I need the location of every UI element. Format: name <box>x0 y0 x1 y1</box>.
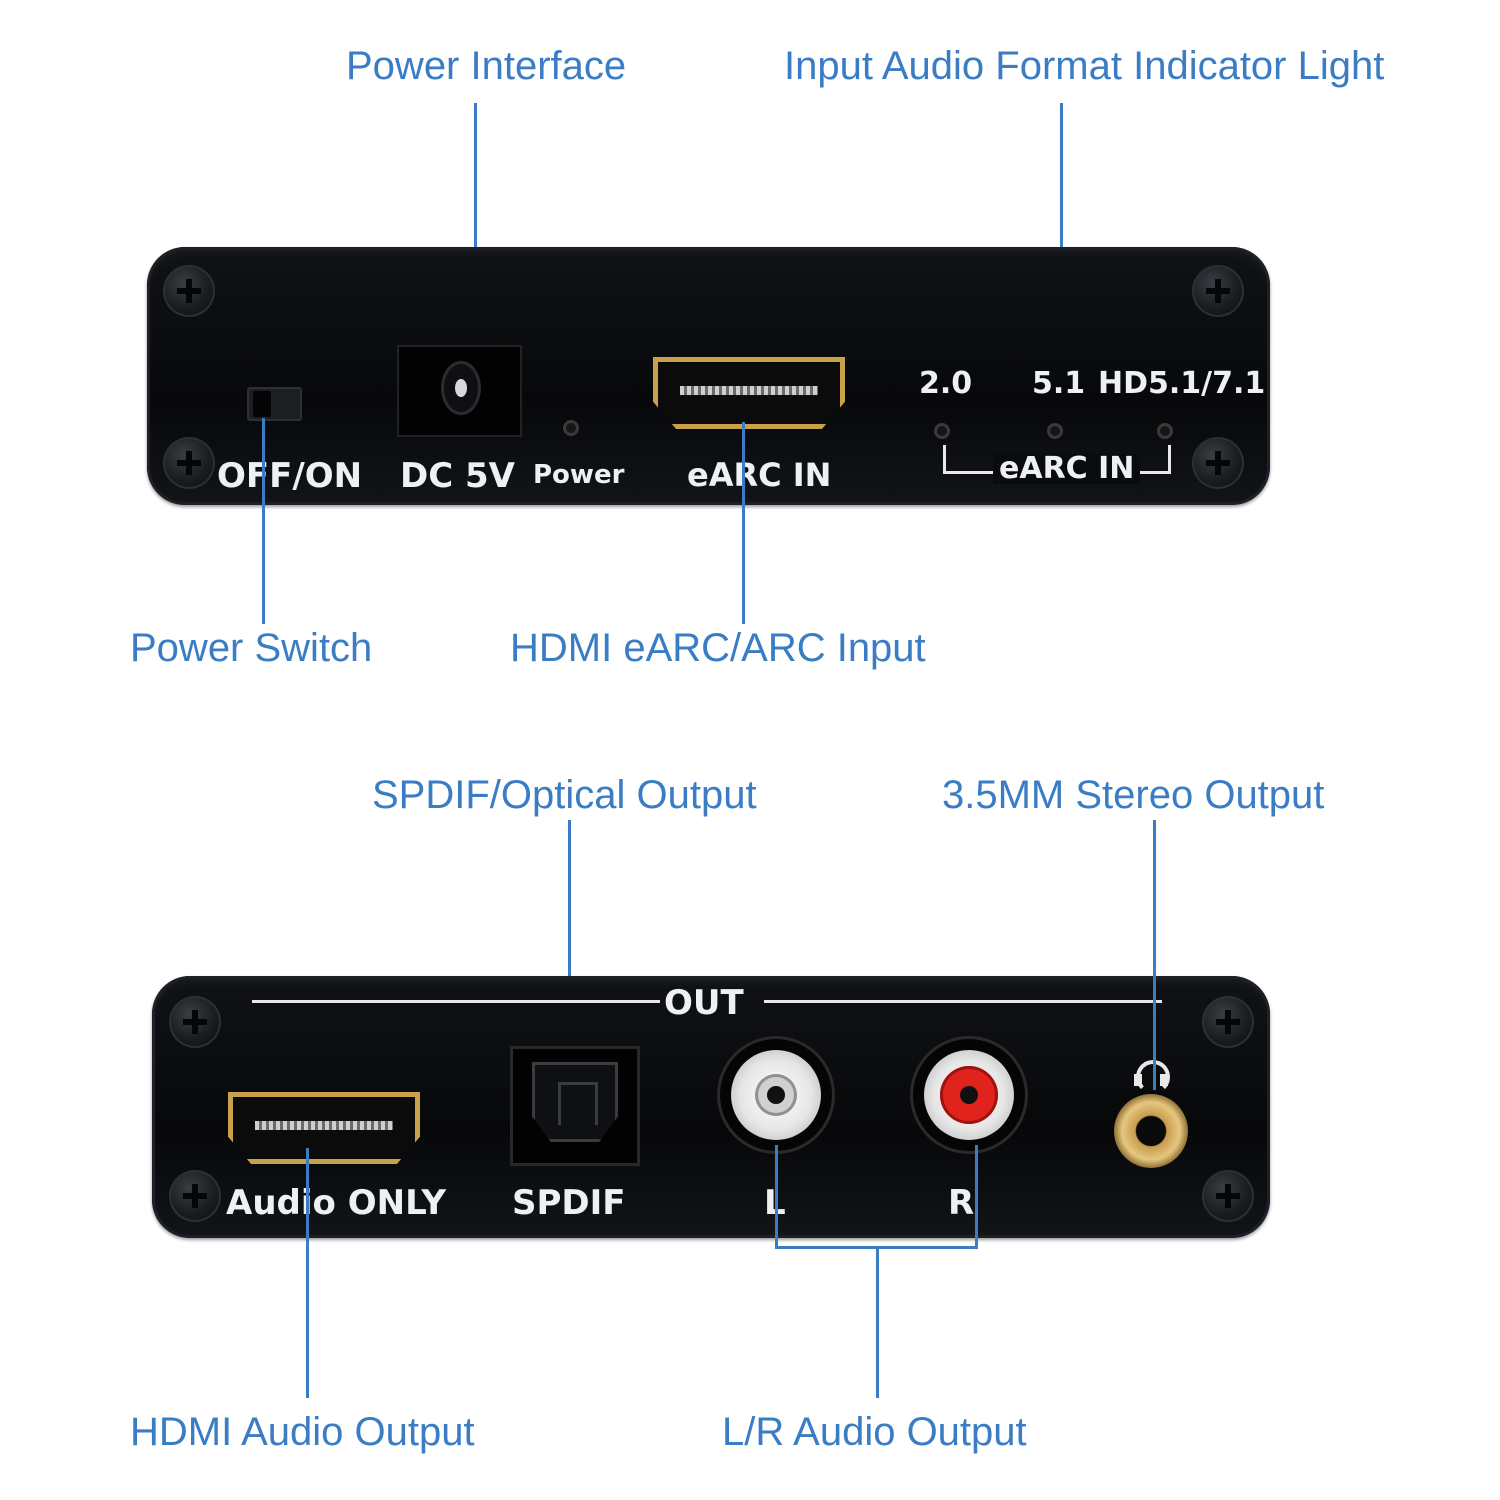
leader-lr-down <box>876 1246 879 1398</box>
callout-hdmi-audio-output: HDMI Audio Output <box>130 1410 475 1454</box>
label-earc-in: eARC IN <box>687 456 832 494</box>
screw-icon <box>1192 437 1244 489</box>
screw-icon <box>1202 1170 1254 1222</box>
hdmi-pins <box>679 385 819 396</box>
label-audio-only: Audio ONLY <box>226 1183 447 1223</box>
label-l: L <box>764 1186 786 1220</box>
power-led <box>563 420 579 436</box>
leader-lr-left <box>775 1145 778 1249</box>
dc-jack-hole <box>441 361 481 415</box>
stereo-jack[interactable] <box>1114 1094 1188 1168</box>
leader-lr-right <box>975 1145 978 1249</box>
out-line-right <box>764 1000 1162 1003</box>
callout-indicator-light: Input Audio Format Indicator Light <box>784 44 1385 88</box>
label-dc5v: DC 5V <box>400 456 515 496</box>
spdif-slot <box>558 1082 598 1125</box>
leader-hdmi-earc <box>742 422 745 624</box>
rca-right-jack[interactable] <box>910 1036 1028 1154</box>
callout-power-switch: Power Switch <box>130 626 373 670</box>
headphone-icon <box>1134 1058 1170 1094</box>
leader-power-interface <box>474 103 477 337</box>
hdmi-audio-port[interactable] <box>228 1092 420 1164</box>
dc-jack-pin <box>455 379 467 397</box>
label-spdif: SPDIF <box>512 1183 626 1223</box>
leader-spdif <box>568 820 571 1058</box>
label-off-on: OFF/ON <box>217 456 363 496</box>
hdmi-pins <box>254 1120 394 1131</box>
front-panel: OFF/ON DC 5V Power eARC IN 2.0 5.1 HD5.1… <box>147 247 1270 505</box>
callout-lr-audio-output: L/R Audio Output <box>722 1410 1027 1454</box>
led-hd <box>1157 423 1173 439</box>
label-led-20: 2.0 <box>919 366 973 401</box>
leader-hdmi-audio <box>306 1148 309 1398</box>
screw-icon <box>1202 996 1254 1048</box>
leader-power-switch <box>262 418 265 624</box>
screw-icon <box>169 1170 221 1222</box>
rca-left-jack[interactable] <box>717 1036 835 1154</box>
spdif-opening <box>532 1062 618 1142</box>
screw-icon <box>163 437 215 489</box>
rear-panel: OUT Audio ONLY SPDIF L R <box>152 976 1270 1238</box>
label-r: R <box>948 1183 975 1223</box>
callout-power-interface: Power Interface <box>346 44 627 88</box>
led-51 <box>1047 423 1063 439</box>
screw-icon <box>163 265 215 317</box>
label-power: Power <box>533 460 625 490</box>
rca-right-hole <box>960 1086 978 1104</box>
label-led-group: eARC IN <box>993 454 1141 484</box>
leader-stereo <box>1153 820 1156 1090</box>
dc-power-jack[interactable] <box>397 345 522 437</box>
led-20 <box>934 423 950 439</box>
rca-left-hole <box>767 1086 785 1104</box>
power-switch-knob <box>253 391 271 417</box>
spdif-port[interactable] <box>510 1046 640 1166</box>
callout-spdif-output: SPDIF/Optical Output <box>372 773 757 817</box>
label-led-hd: HD5.1/7.1 <box>1098 366 1266 401</box>
out-line-left <box>252 1000 660 1003</box>
screw-icon <box>169 996 221 1048</box>
power-switch[interactable] <box>247 387 302 421</box>
callout-stereo-output: 3.5MM Stereo Output <box>942 773 1325 817</box>
screw-icon <box>1192 265 1244 317</box>
callout-hdmi-earc-input: HDMI eARC/ARC Input <box>510 626 926 670</box>
label-out: OUT <box>664 983 744 1023</box>
hdmi-earc-port[interactable] <box>653 357 845 429</box>
label-led-51: 5.1 <box>1032 366 1086 401</box>
